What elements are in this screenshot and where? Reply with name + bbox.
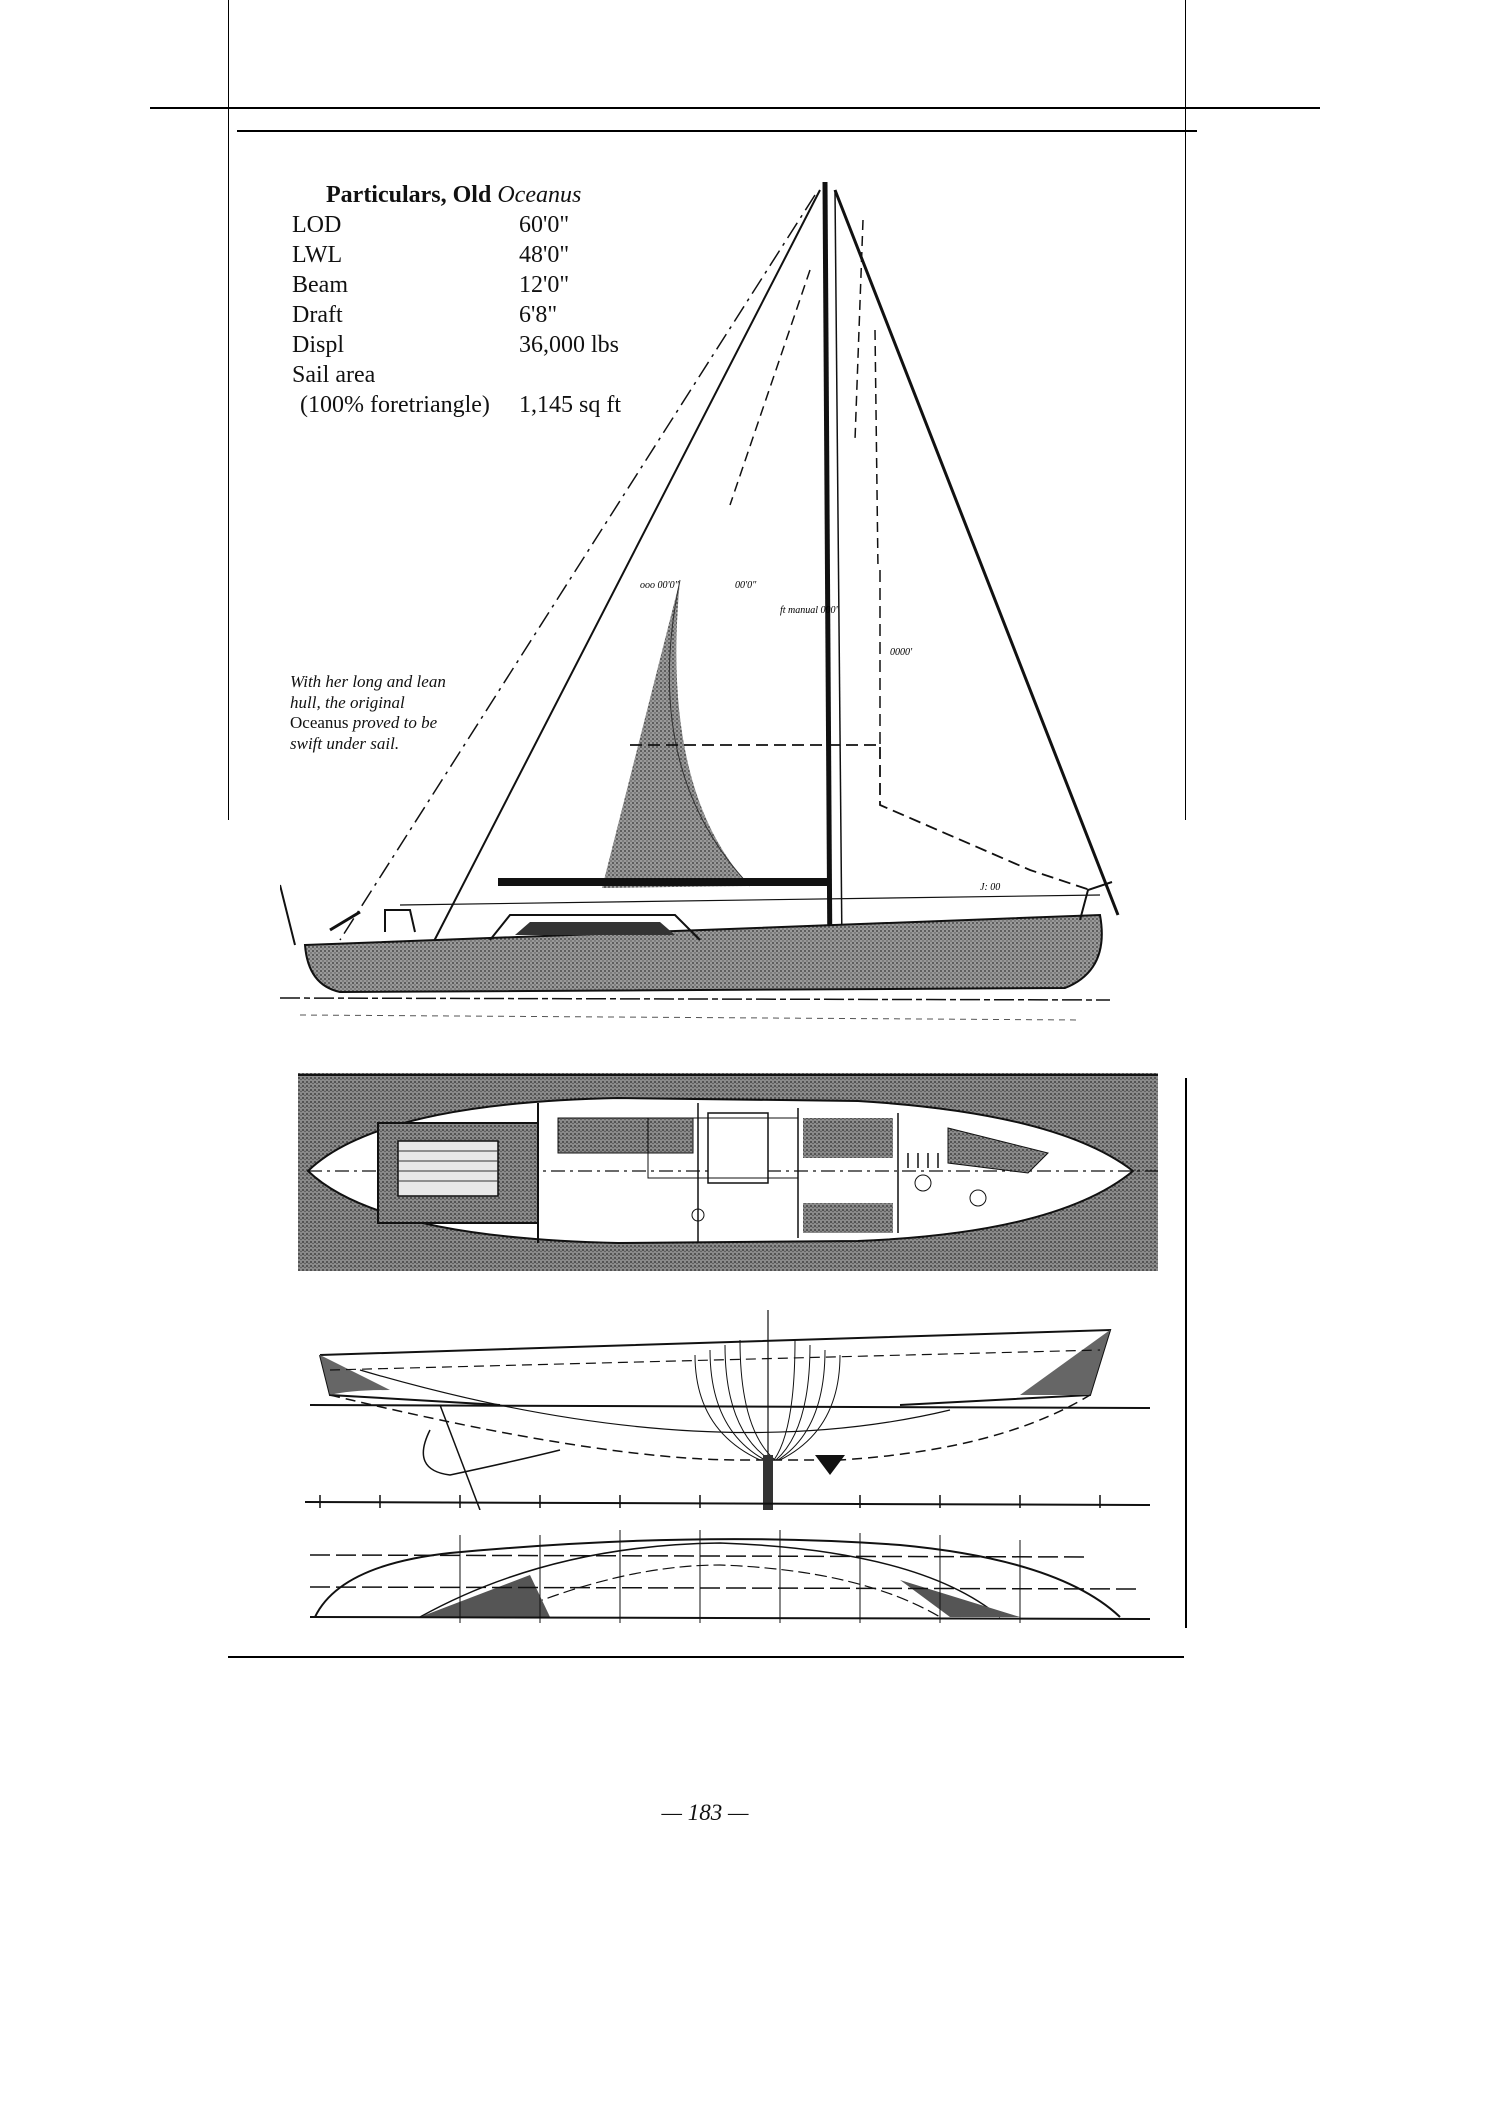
top-rule-outer — [150, 107, 1320, 109]
svg-text:J: 00: J: 00 — [980, 882, 1000, 893]
bottom-rule — [228, 1656, 1184, 1658]
particulars-title: Particulars, Old Oceanus — [326, 182, 582, 208]
crop-line-left — [228, 0, 229, 820]
crop-line-right — [1185, 0, 1186, 820]
lines-halfbreadth-drawing — [309, 1530, 1151, 1623]
svg-text:0000': 0000' — [890, 647, 913, 658]
svg-text:ooo 00'0": ooo 00'0" — [640, 580, 680, 591]
crop-line-right-lower — [1185, 1078, 1187, 1628]
lines-profile-drawing — [304, 1310, 1151, 1510]
particulars-row: Sail area — [292, 362, 376, 388]
top-rule-inner — [237, 130, 1197, 132]
page-number: — 183 — — [661, 1800, 749, 1825]
svg-text:ft manual 000': ft manual 000' — [780, 605, 839, 616]
deck-plan-drawing — [298, 1073, 1158, 1271]
figure-caption: With her long and lean hull, the origina… — [290, 672, 446, 753]
particulars-row: (100% foretriangle)1,145 sq ft — [300, 392, 621, 418]
sail-plan-drawing: ooo 00'0" 00'0" ft manual 000' 0000' J: … — [280, 181, 1120, 1021]
svg-text:00'0": 00'0" — [735, 580, 757, 591]
